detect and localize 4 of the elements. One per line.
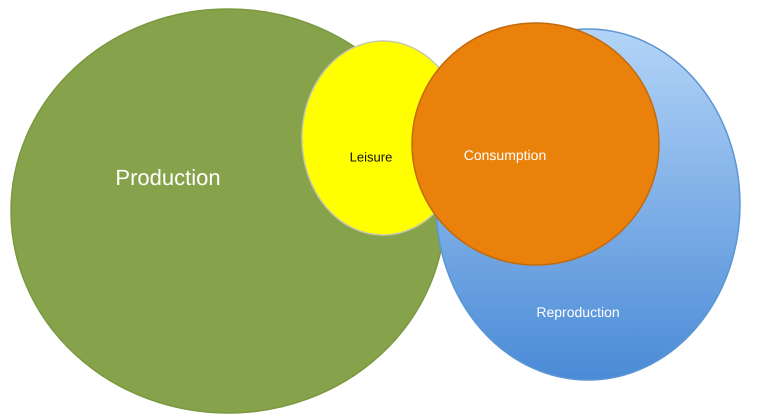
circle-label: Consumption [464,147,546,163]
circle-label: Reproduction [536,304,620,320]
circle-label: Leisure [350,150,392,164]
circle-label: Production [115,165,221,191]
